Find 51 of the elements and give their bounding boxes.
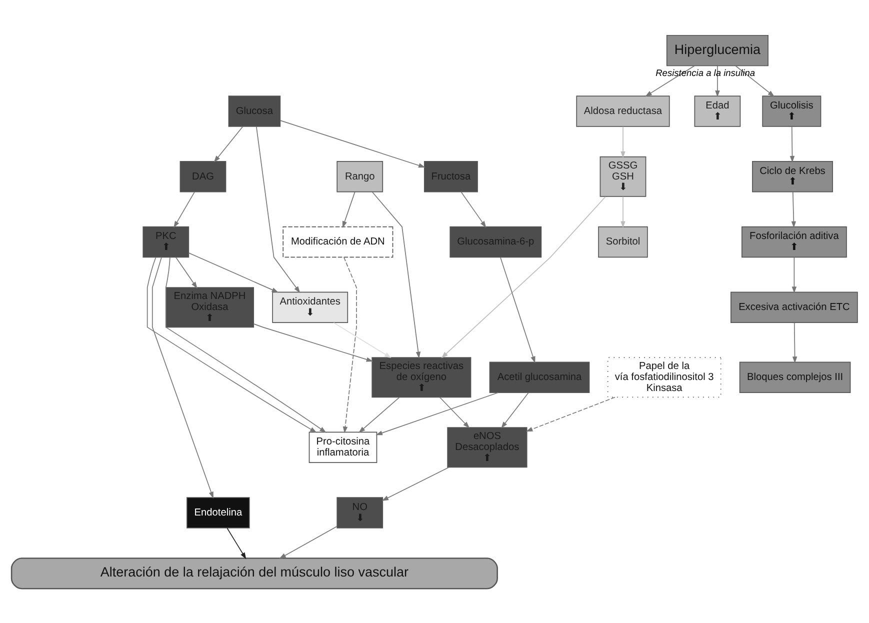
arrow <box>146 256 317 432</box>
arrow <box>526 396 616 432</box>
arrow <box>372 191 421 358</box>
node-box: GSSG GSH ⬇ <box>600 156 646 196</box>
node-box: Ciclo de Krebs ⬆ <box>752 160 833 192</box>
arrow <box>358 396 400 432</box>
node-box: Fosforilación aditiva ⬆ <box>741 226 847 258</box>
arrow <box>735 65 775 96</box>
node-box: Alteración de la relajación del músculo liso vascular <box>10 557 498 589</box>
node-box: Papel de la vía fosfatiodilinositol 3 Kinsasa <box>607 356 722 398</box>
node-box: Excesiva activación ETC <box>730 291 858 322</box>
node-box: Aldosa reductasa <box>576 95 670 126</box>
arrow <box>376 392 498 435</box>
arrow <box>715 65 720 97</box>
arrow <box>174 191 195 228</box>
arrow <box>342 256 357 433</box>
node-box: Glucolisis ⬆ <box>762 95 822 126</box>
node-box: Modificación de ADN <box>282 226 394 258</box>
node-box: Rango <box>336 160 384 192</box>
arrow <box>280 120 426 168</box>
arrow <box>382 466 450 500</box>
node-box: Bloques complejos III <box>739 361 851 392</box>
arrow <box>226 527 246 559</box>
node-box: Pro-citosina inflamatoria <box>308 431 378 462</box>
arrow <box>620 126 626 158</box>
arrow <box>214 126 244 162</box>
node-box: Endotelina <box>186 496 250 528</box>
arrow <box>175 256 198 288</box>
arrow <box>441 196 606 358</box>
arrow <box>500 256 536 363</box>
arrow <box>253 322 374 362</box>
arrow <box>279 525 338 558</box>
arrow <box>439 396 470 428</box>
node-box: Antioxidantes ⬇ <box>272 291 348 322</box>
arrow <box>792 322 798 363</box>
arrow <box>333 322 392 358</box>
arrow <box>790 126 795 162</box>
node-box: Sorbitol <box>598 226 648 258</box>
arrow <box>501 392 529 428</box>
arrow <box>620 196 626 228</box>
arrow <box>645 64 695 96</box>
arrow <box>791 191 796 228</box>
node-box: Hiperglucemia <box>666 34 768 66</box>
arrow <box>256 126 300 293</box>
edge-label: Resistencia a la insulina <box>656 67 756 78</box>
node-box: Edad ⬆ <box>694 95 741 126</box>
arrow <box>188 252 279 292</box>
arrow <box>792 256 797 293</box>
arrow <box>460 191 486 228</box>
arrow <box>152 256 214 498</box>
arrow <box>342 191 356 228</box>
